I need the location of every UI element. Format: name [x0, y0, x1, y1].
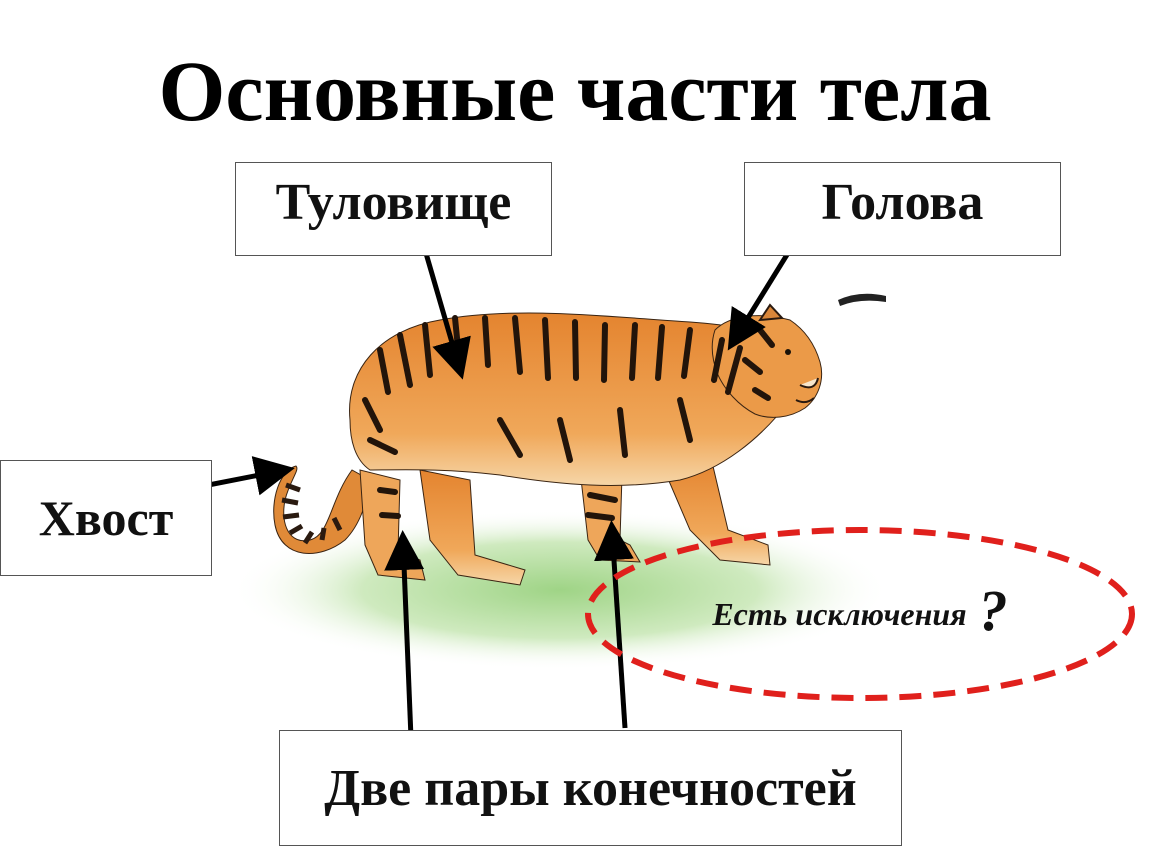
background-mark	[838, 293, 886, 306]
tiger-front-leg-front	[659, 459, 771, 566]
question-mark: ?	[978, 577, 1008, 643]
label-limbs: Две пары конечностей	[279, 730, 902, 846]
label-head: Голова	[744, 162, 1061, 256]
exception-text: Есть исключения	[712, 595, 967, 632]
arrow-limb-front	[594, 520, 634, 729]
tiger-illustration	[273, 303, 823, 586]
exception-ellipse	[585, 527, 1135, 701]
tiger-hind-leg-front	[419, 469, 526, 586]
label-tail: Хвост	[0, 460, 212, 576]
tiger-ear	[758, 303, 785, 322]
tiger-muzzle	[799, 377, 819, 389]
exception-note: Есть исключения ?	[584, 526, 1136, 702]
arrow-limb-hind	[384, 530, 425, 739]
tiger-eye	[785, 349, 791, 355]
arrow-torso	[420, 242, 471, 380]
page-title: Основные части тела	[158, 43, 992, 139]
label-torso: Туловище	[235, 162, 552, 256]
